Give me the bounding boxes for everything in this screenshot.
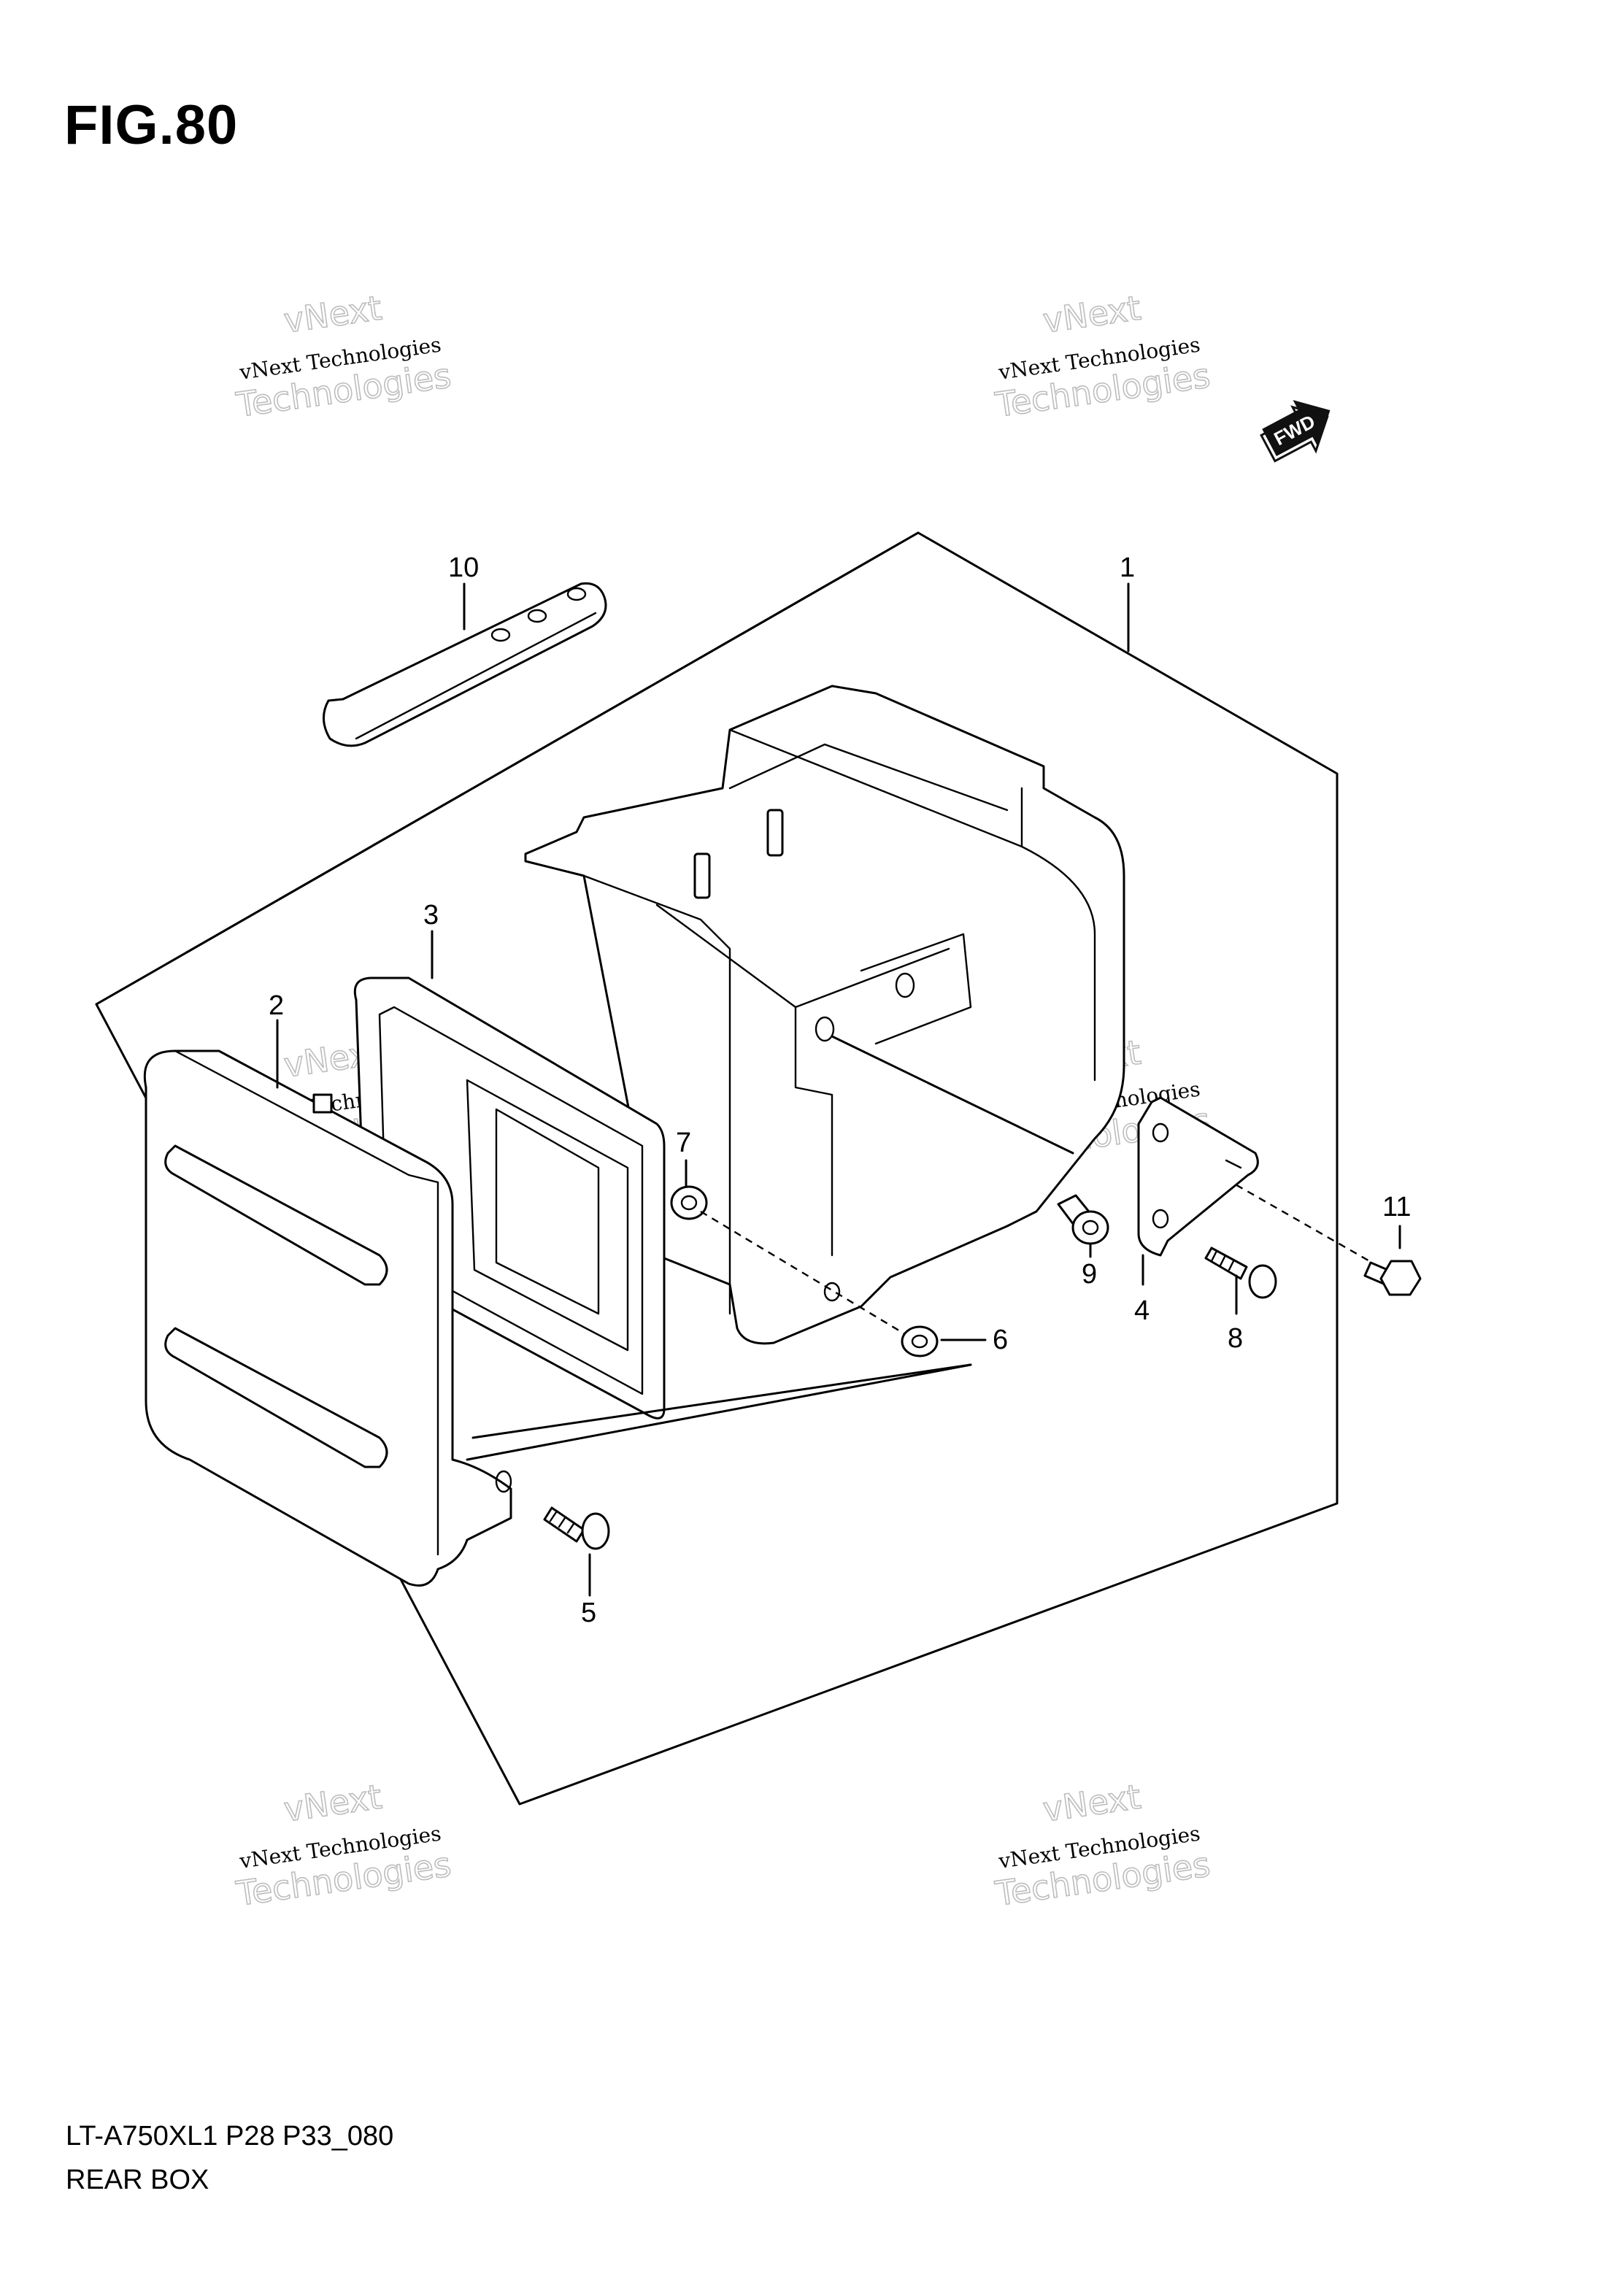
callout-9: 9 bbox=[1082, 1259, 1097, 1290]
leader-6-left bbox=[471, 1363, 972, 1439]
callout-4: 4 bbox=[1134, 1295, 1150, 1326]
figure-title: FIG.80 bbox=[64, 94, 239, 156]
part-2-lid bbox=[143, 1049, 512, 1587]
watermark-vnext: vNext bbox=[282, 1777, 385, 1830]
part-4-bracket bbox=[1137, 1096, 1259, 1257]
part-6-nut bbox=[901, 1325, 987, 1357]
watermark-bottom-right: vNext vNext Technologies Technologies bbox=[992, 1776, 1213, 1914]
part-11-bolt bbox=[1363, 1225, 1422, 1296]
assembly-boundary-left bbox=[95, 531, 920, 1006]
callout-1: 1 bbox=[1120, 552, 1135, 583]
watermark-bottom-left: vNext vNext Technologies Technologies bbox=[233, 1776, 454, 1914]
callout-7: 7 bbox=[676, 1128, 691, 1158]
callout-8: 8 bbox=[1228, 1323, 1243, 1354]
watermark-top-right: vNext vNext Technologies Technologies bbox=[992, 288, 1213, 425]
callout-6: 6 bbox=[993, 1325, 1008, 1355]
watermark-vnext: vNext bbox=[1041, 288, 1144, 341]
part-5-screw bbox=[543, 1506, 610, 1597]
callout-11: 11 bbox=[1382, 1192, 1411, 1222]
alignment-line-7-6 bbox=[700, 1210, 906, 1336]
leader-6-lid bbox=[466, 1363, 972, 1461]
alignment-line-9 bbox=[831, 1035, 1074, 1155]
part-8-screw bbox=[1204, 1247, 1277, 1299]
part-9-grommet bbox=[1057, 1194, 1109, 1258]
watermark-top-left: vNext vNext Technologies Technologies bbox=[233, 288, 454, 425]
part-1-box-body bbox=[524, 685, 1125, 1345]
callout-3: 3 bbox=[423, 900, 439, 931]
part-7-grommet bbox=[670, 1159, 708, 1220]
callout-10: 10 bbox=[448, 552, 479, 583]
figure-name: REAR BOX bbox=[66, 2165, 209, 2195]
callout-5: 5 bbox=[581, 1598, 596, 1628]
watermark-vnext: vNext bbox=[1041, 1777, 1144, 1830]
part-10-strap bbox=[323, 582, 607, 747]
figure-code: LT-A750XL1 P28 P33_080 bbox=[66, 2121, 394, 2151]
watermark-vnext: vNext bbox=[282, 288, 385, 341]
fwd-arrow-badge: FWD bbox=[1260, 400, 1331, 463]
callout-2: 2 bbox=[269, 990, 284, 1021]
